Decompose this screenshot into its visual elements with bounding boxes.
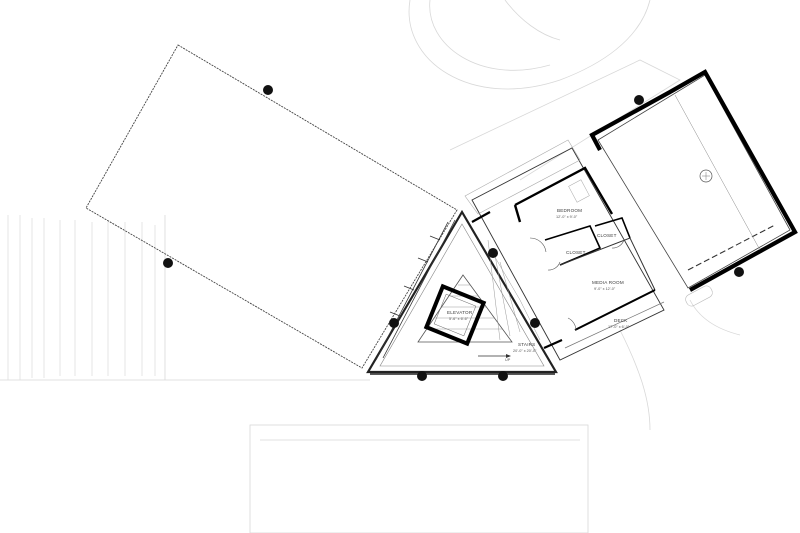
garage-door-dashed bbox=[687, 224, 776, 271]
site-line-right bbox=[619, 329, 651, 431]
elevator-shaft bbox=[423, 283, 487, 347]
structural-posts bbox=[163, 85, 744, 381]
door-swing-bedroom bbox=[529, 237, 547, 253]
driveway-curve-outer bbox=[408, 0, 651, 90]
driveway-curve-inner bbox=[429, 0, 551, 71]
bedroom-wing bbox=[464, 139, 665, 361]
driveway-curve-arc bbox=[504, 0, 561, 41]
post bbox=[389, 318, 399, 328]
post bbox=[488, 248, 498, 258]
deck-rail bbox=[564, 301, 665, 349]
room-name-stairs: STAIRS bbox=[518, 342, 535, 347]
room-labels: BEDROOM 12'-0" x 9'-0" CLOSET CLOSET MED… bbox=[447, 208, 630, 353]
room-name-deck: DECK bbox=[614, 318, 628, 323]
room-name-media-room: MEDIA ROOM bbox=[592, 280, 624, 285]
room-name-bedroom: BEDROOM bbox=[557, 208, 582, 213]
vanity bbox=[568, 179, 590, 203]
media-room-wall bbox=[559, 237, 656, 291]
room-dim-deck: 17'-0" x 6'-0" bbox=[608, 325, 630, 329]
wing-outline bbox=[471, 147, 665, 361]
room-name-elevator: ELEVATOR bbox=[447, 310, 473, 315]
stair-up-label: UP bbox=[505, 358, 511, 362]
closet-b-wall bbox=[594, 217, 631, 239]
floor-drain-grate bbox=[702, 172, 710, 180]
roof-outline bbox=[85, 44, 458, 369]
site-line-right-2 bbox=[689, 299, 741, 336]
hall-wall bbox=[543, 338, 563, 350]
room-name-closet-a: CLOSET bbox=[566, 250, 586, 255]
media-room-bottom-wall bbox=[574, 289, 656, 331]
post bbox=[417, 371, 427, 381]
post bbox=[530, 318, 540, 328]
post bbox=[634, 95, 644, 105]
door-swing-media bbox=[567, 317, 577, 331]
stair-arrow-head bbox=[506, 354, 511, 358]
entry-wall bbox=[471, 211, 491, 223]
garage-wing bbox=[589, 69, 798, 307]
room-name-closet-b: CLOSET bbox=[597, 233, 617, 238]
garage-heavy-wall bbox=[589, 69, 798, 292]
stair-core: UP bbox=[366, 209, 558, 374]
garage-door-line bbox=[674, 94, 761, 251]
floor-drain-icon bbox=[699, 169, 713, 183]
post bbox=[498, 371, 508, 381]
room-dim-stairs: 20'-0" x 20'-0" bbox=[513, 349, 537, 353]
post bbox=[163, 258, 173, 268]
core-outline bbox=[366, 209, 558, 374]
room-dim-media-room: 9'-0" x 12'-0" bbox=[594, 287, 616, 291]
side-ramp-hatching bbox=[7, 215, 156, 380]
room-dim-elevator: 5'-6" x 6'-6" bbox=[449, 317, 469, 321]
core-inner-outline bbox=[379, 223, 545, 367]
wing-balcony bbox=[464, 139, 581, 215]
door-swing-closet-b bbox=[611, 239, 625, 249]
garage-steps bbox=[685, 285, 713, 307]
bedroom-left-wall bbox=[513, 204, 522, 223]
bedroom-top-wall bbox=[514, 166, 614, 215]
site-context bbox=[0, 0, 741, 533]
lower-slab bbox=[249, 424, 589, 533]
garage-outline bbox=[597, 74, 791, 289]
door-swing-closet bbox=[547, 261, 561, 271]
post bbox=[734, 267, 744, 277]
room-dim-bedroom: 12'-0" x 9'-0" bbox=[556, 215, 578, 219]
closet-wall bbox=[544, 225, 602, 266]
core-window-strip bbox=[375, 219, 456, 361]
post bbox=[263, 85, 273, 95]
